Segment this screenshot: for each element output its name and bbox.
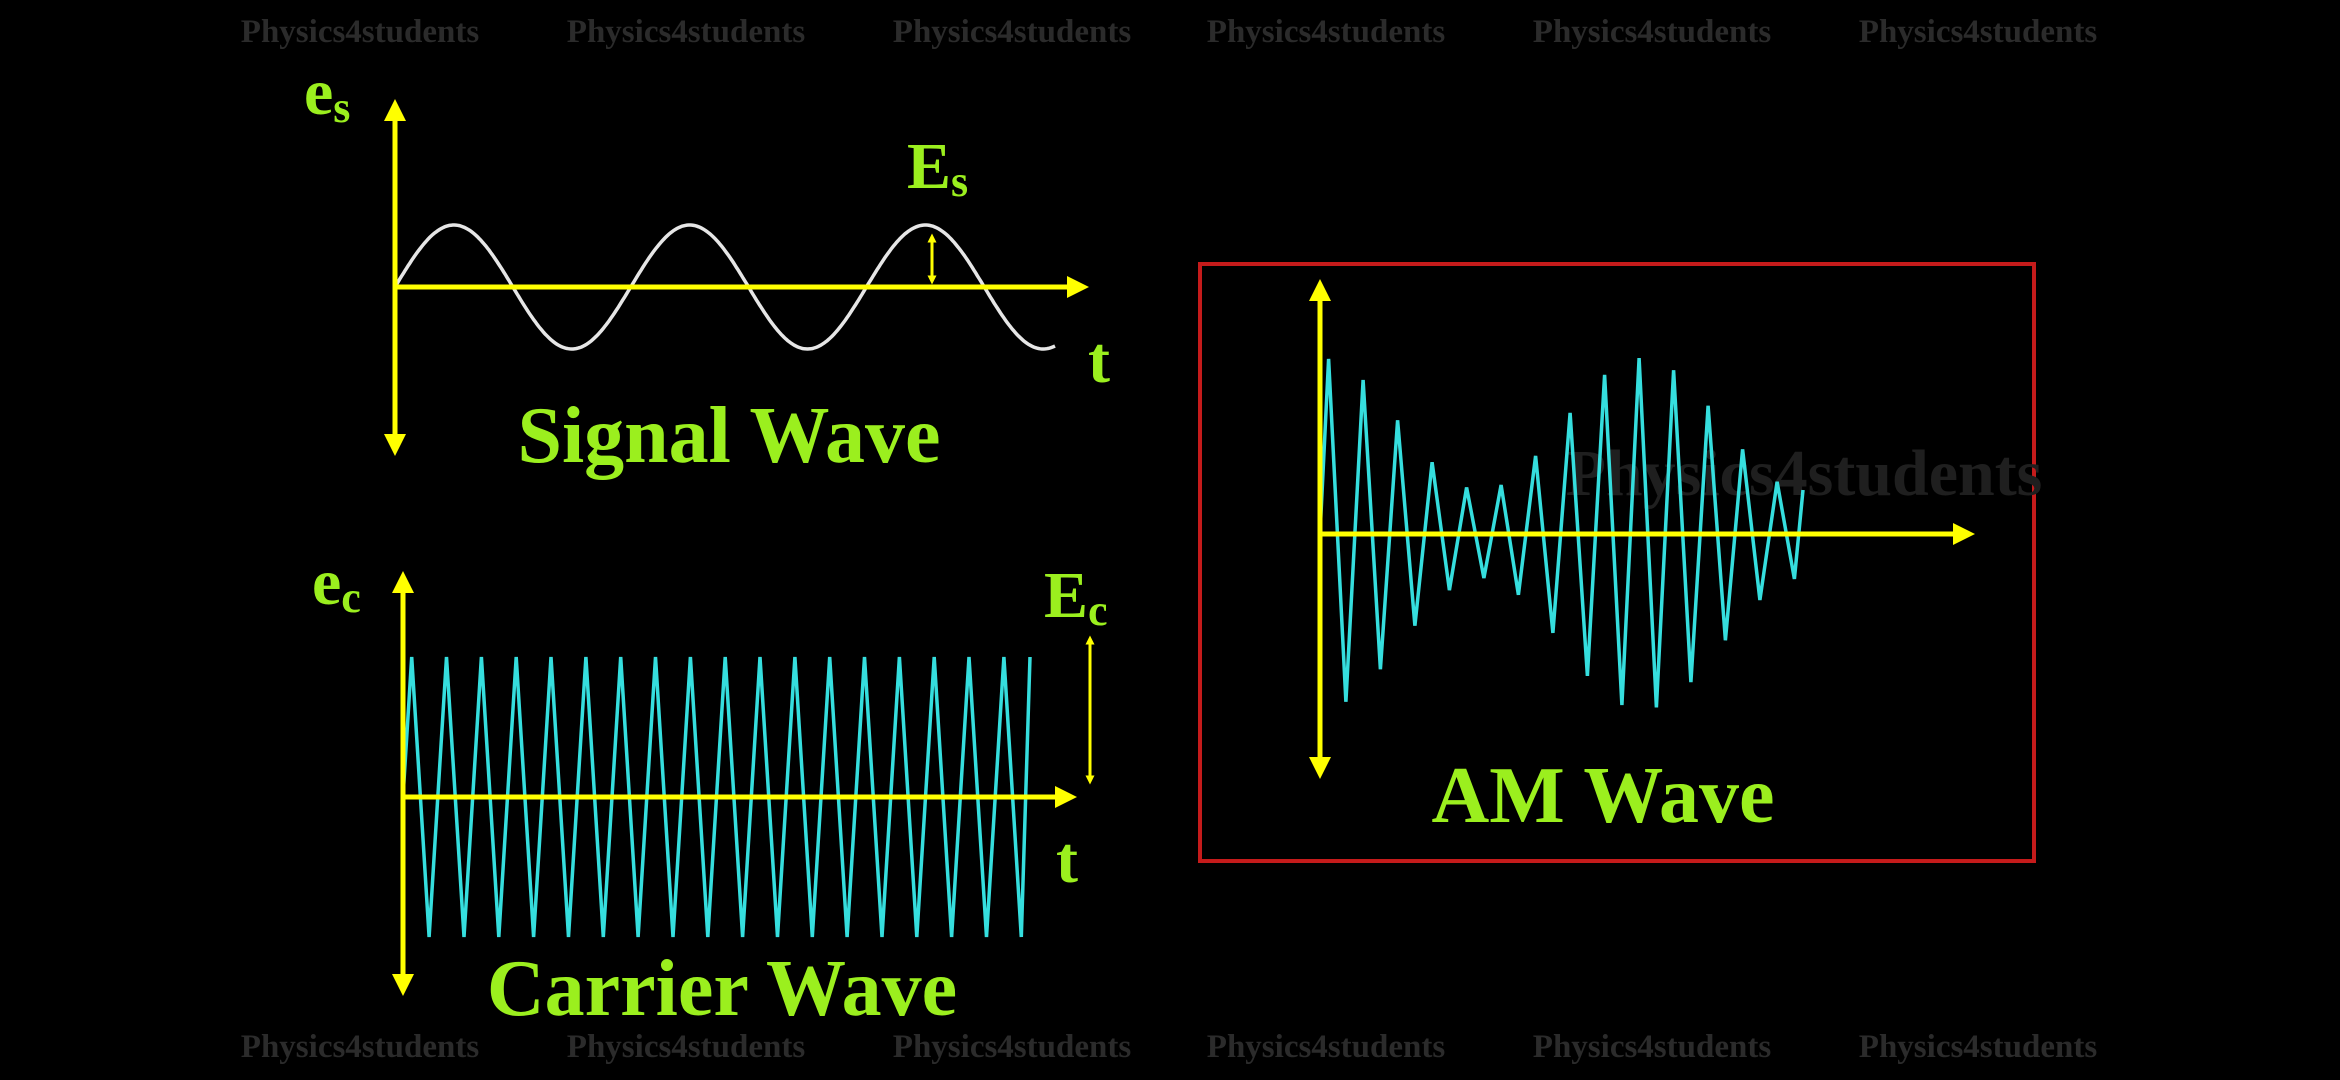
am-wave-title: AM Wave (1432, 752, 1775, 840)
watermark-text: Physics4students (1533, 14, 1772, 50)
watermark-row-bottom: Physics4students Physics4students Physic… (241, 1029, 2098, 1065)
watermark-text: Physics4students (1533, 1029, 1772, 1065)
watermark-text: Physics4students (241, 14, 480, 50)
carrier-wave-title: Carrier Wave (487, 945, 957, 1033)
carrier-amplitude-label: Ec (1044, 559, 1108, 635)
signal-x-axis-label: t (1088, 324, 1110, 397)
watermark-row-top: Physics4students Physics4students Physic… (241, 14, 2098, 50)
carrier-y-axis-label: ec (312, 546, 361, 622)
watermark-text: Physics4students (241, 1029, 480, 1065)
watermark-text: Physics4students (1207, 14, 1446, 50)
signal-amplitude-label: Es (907, 130, 968, 206)
carrier-x-axis-label: t (1056, 824, 1078, 897)
watermark-large-text: Physics4students (1566, 437, 2043, 510)
watermark-text: Physics4students (567, 1029, 806, 1065)
watermark-text: Physics4students (1859, 1029, 2098, 1065)
signal-wave-title: Signal Wave (517, 392, 940, 480)
watermark-text: Physics4students (567, 14, 806, 50)
carrier-wave-panel: ec t Ec Carrier Wave (312, 546, 1108, 1033)
am-wave-curve (1318, 358, 1805, 708)
signal-wave-panel: es t Es Signal Wave (304, 56, 1110, 480)
am-wave-panel: Physics4students AM Wave (1198, 262, 2043, 863)
watermark-text: Physics4students (893, 14, 1132, 50)
watermark-text: Physics4students (1859, 14, 2098, 50)
am-wave-frame (1198, 262, 2036, 863)
signal-y-axis-label: es (304, 56, 350, 132)
signal-wave-curve (393, 223, 1056, 351)
watermark-text: Physics4students (1207, 1029, 1446, 1065)
watermark-text: Physics4students (893, 1029, 1132, 1065)
